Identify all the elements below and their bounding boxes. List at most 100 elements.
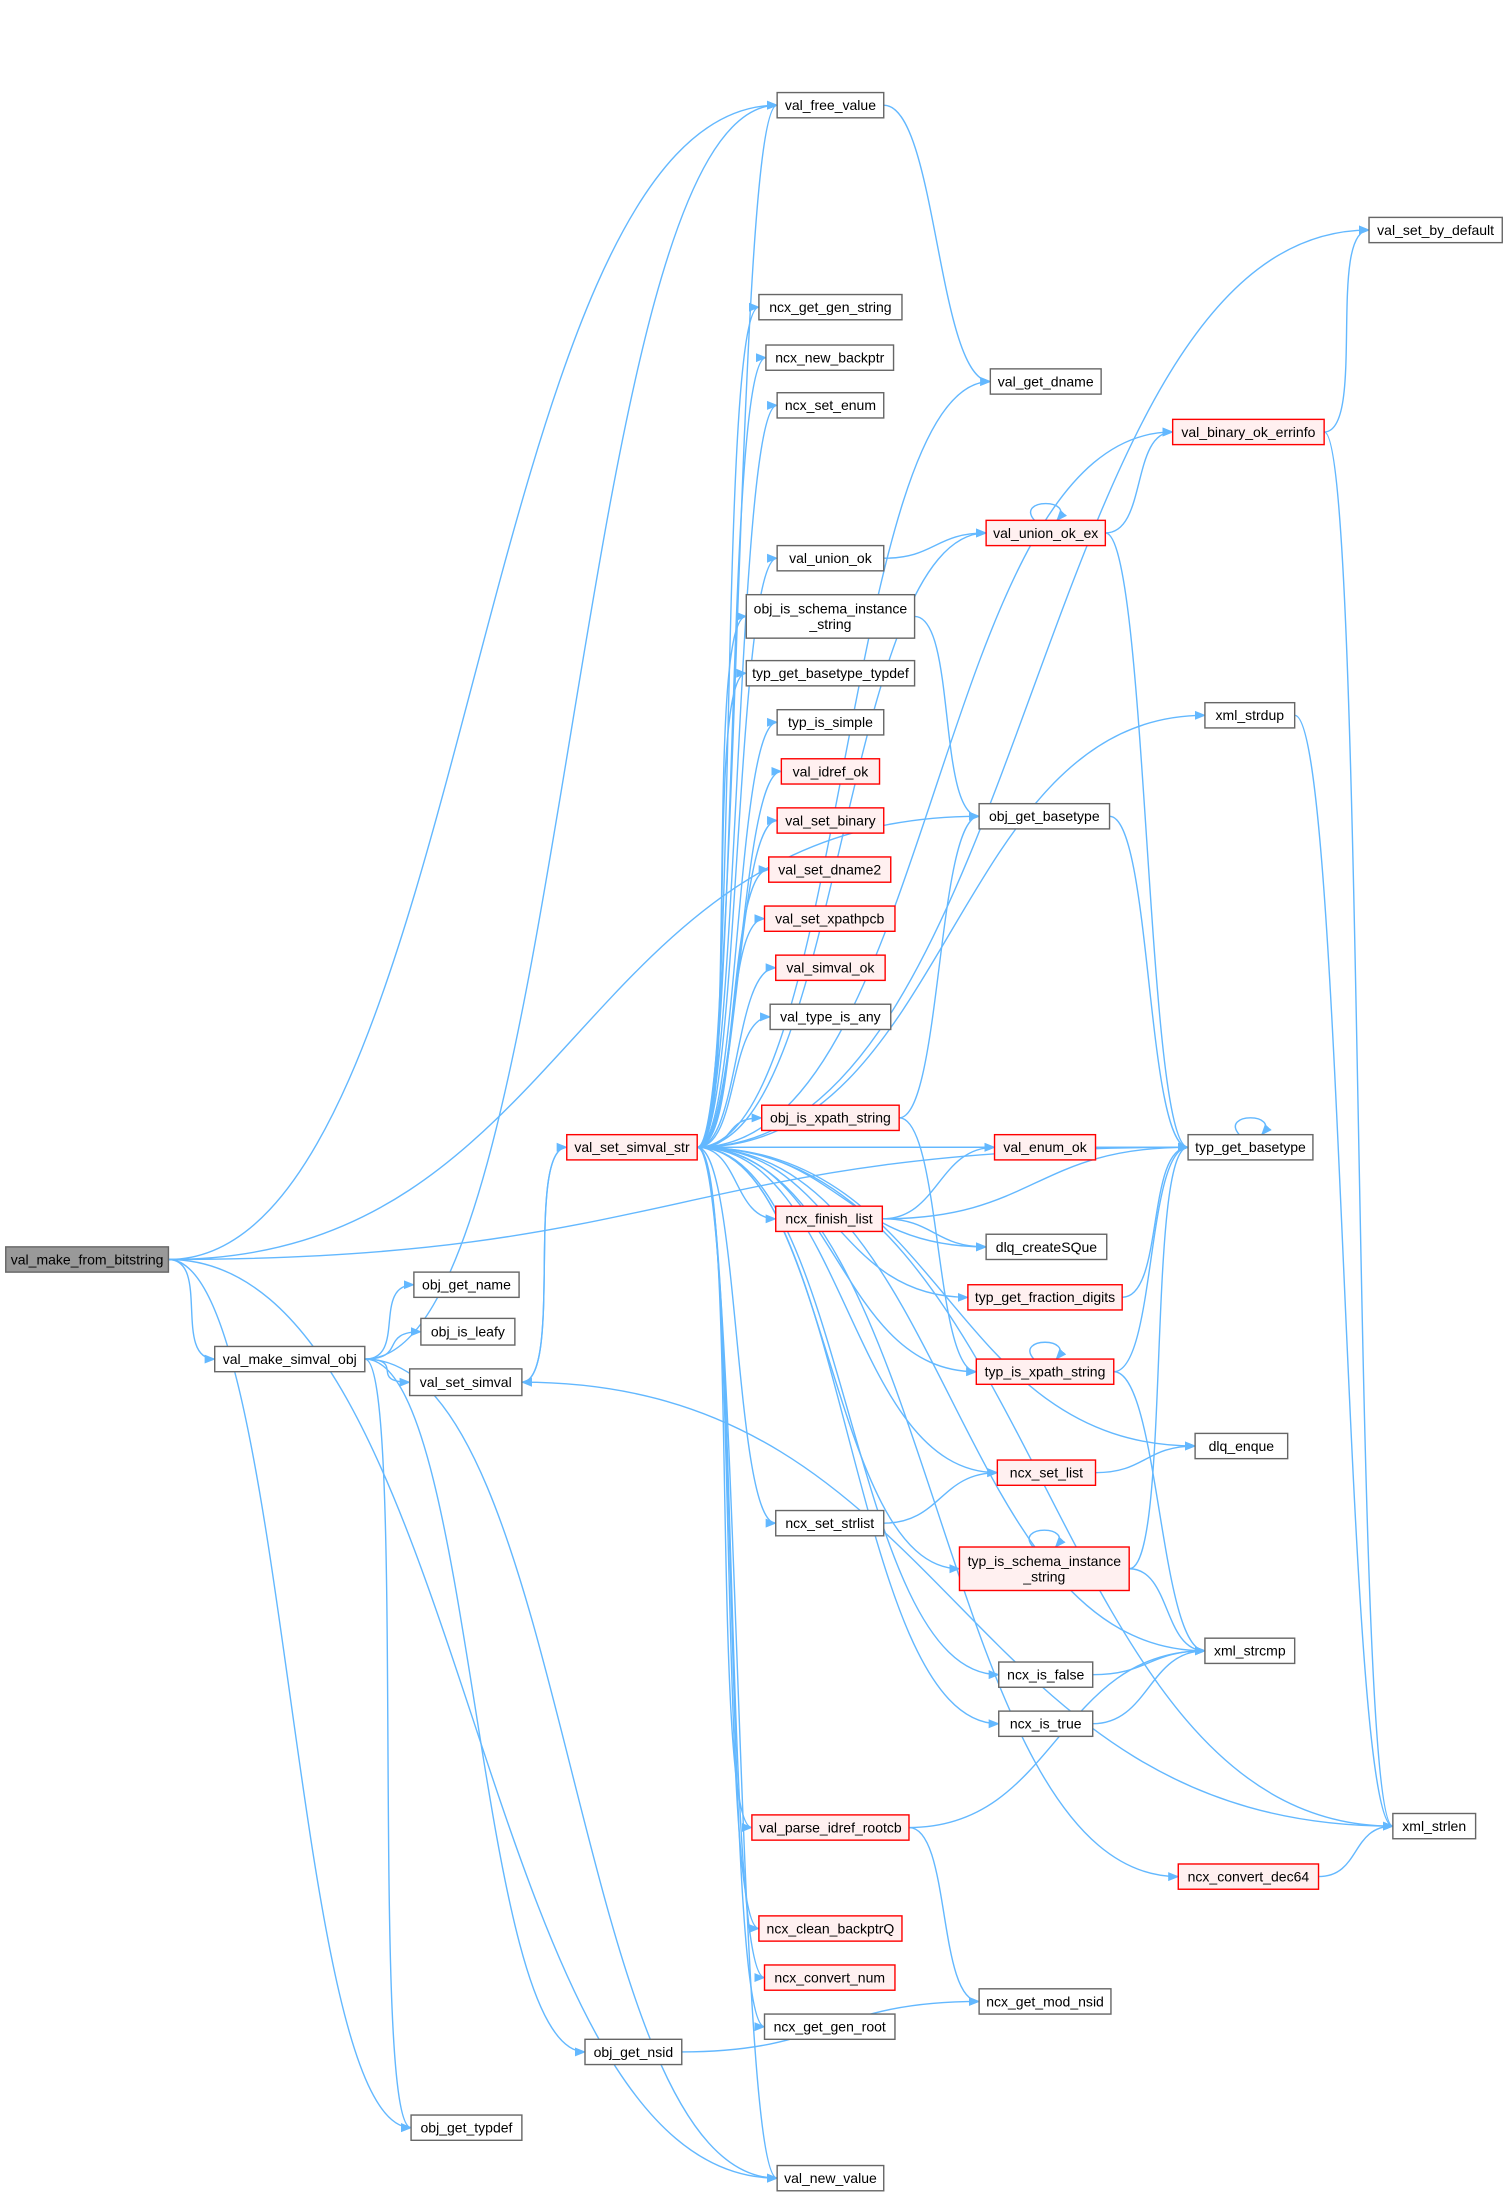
node-label: val_new_value <box>784 2170 877 2186</box>
node-box <box>751 1814 910 1841</box>
node-typ-get-basetype[interactable]: typ_get_basetype <box>1187 1133 1314 1161</box>
edge-val-set-simval-str-to-ncx-clean-backptrQ <box>696 1146 761 1933</box>
node-box <box>775 1509 885 1537</box>
node-ncx-is-false[interactable]: ncx_is_false <box>998 1661 1094 1688</box>
node-typ-is-xpath-string[interactable]: typ_is_xpath_string <box>975 1358 1115 1386</box>
node-label: _string <box>808 616 851 632</box>
node-label: obj_is_schema_instance <box>754 601 908 617</box>
node-box <box>967 1284 1123 1311</box>
node-ncx-set-list[interactable]: ncx_set_list <box>996 1459 1097 1486</box>
node-xml-strlen[interactable]: xml_strlen <box>1392 1812 1477 1840</box>
edge-val-make-simval-obj-to-val-free-value <box>364 100 779 1360</box>
node-obj-get-basetype[interactable]: obj_get_basetype <box>978 802 1111 830</box>
node-obj-get-typdef[interactable]: obj_get_typdef <box>410 2114 523 2141</box>
node-val-enum-ok[interactable]: val_enum_ok <box>993 1133 1097 1161</box>
node-val-set-by-default[interactable]: val_set_by_default <box>1368 216 1503 244</box>
node-box <box>998 1710 1094 1738</box>
node-box <box>985 519 1107 547</box>
node-label: typ_is_simple <box>788 714 873 730</box>
node-val-simval-ok[interactable]: val_simval_ok <box>775 954 886 982</box>
node-ncx-new-backptr[interactable]: ncx_new_backptr <box>765 344 895 371</box>
edge-val-set-simval-str-to-ncx-is-true <box>697 1146 1000 1729</box>
node-val-parse-idref-rootcb[interactable]: val_parse_idref_rootcb <box>751 1814 910 1841</box>
node-ncx-is-true[interactable]: ncx_is_true <box>998 1710 1094 1738</box>
node-val-get-dname[interactable]: val_get_dname <box>989 368 1102 395</box>
node-box <box>214 1345 366 1373</box>
edge-val-set-simval-str-to-val-parse-idref-rootcb <box>696 1146 754 1832</box>
node-box <box>998 1661 1094 1688</box>
node-label: xml_strdup <box>1216 707 1285 723</box>
node-label: dlq_enque <box>1209 1438 1275 1454</box>
edge-ncx-finish-list-to-val-enum-ok <box>882 1142 996 1220</box>
node-ncx-finish-list[interactable]: ncx_finish_list <box>775 1205 884 1233</box>
node-obj-is-xpath-string[interactable]: obj_is_xpath_string <box>761 1104 900 1132</box>
node-box <box>758 1915 903 1942</box>
node-obj-is-leafy[interactable]: obj_is_leafy <box>420 1317 516 1346</box>
node-label: ncx_set_enum <box>785 397 876 413</box>
node-box <box>584 2038 683 2066</box>
node-box <box>989 368 1102 395</box>
node-obj-get-nsid[interactable]: obj_get_nsid <box>584 2038 683 2066</box>
node-label: val_parse_idref_rootcb <box>759 1819 902 1835</box>
node-typ-get-fraction-digits[interactable]: typ_get_fraction_digits <box>967 1284 1123 1311</box>
node-typ-get-basetype-typdef[interactable]: typ_get_basetype_typdef <box>745 659 916 687</box>
node-obj-get-name[interactable]: obj_get_name <box>413 1271 520 1299</box>
edge-val-set-simval-str-to-ncx-set-strlist <box>697 1146 777 1528</box>
node-val-make-from-bitstring[interactable]: val_make_from_bitstring <box>5 1246 170 1273</box>
edge-typ-get-basetype-to-typ-get-basetype <box>1234 1117 1272 1136</box>
node-box <box>420 1317 516 1346</box>
edge-obj-get-basetype-to-typ-get-basetype <box>1109 815 1190 1152</box>
node-obj-is-schema-instance-string[interactable]: obj_is_schema_instance_string <box>745 593 916 639</box>
edge-val-set-simval-str-to-ncx-convert-num <box>696 1146 766 1982</box>
node-box <box>958 1546 1130 1592</box>
node-label: ncx_get_mod_nsid <box>986 1993 1104 2009</box>
node-box <box>776 91 885 119</box>
node-ncx-convert-num[interactable]: ncx_convert_num <box>763 1964 896 1991</box>
node-val-idref-ok[interactable]: val_idref_ok <box>780 758 881 785</box>
node-box <box>1194 1432 1289 1460</box>
edge-typ-is-schema-instance-string-to-xml-strcmp <box>1129 1568 1207 1656</box>
node-ncx-get-gen-root[interactable]: ncx_get_gen_root <box>763 2013 896 2041</box>
node-label: ncx_get_gen_string <box>769 299 891 315</box>
node-val-make-simval-obj[interactable]: val_make_simval_obj <box>214 1345 366 1373</box>
node-val-type-is-any[interactable]: val_type_is_any <box>769 1003 892 1031</box>
node-ncx-clean-backptrQ[interactable]: ncx_clean_backptrQ <box>758 1915 903 1942</box>
node-typ-is-schema-instance-string[interactable]: typ_is_schema_instance_string <box>958 1546 1130 1592</box>
edge-val-union-ok-ex-to-typ-get-basetype <box>1105 532 1190 1152</box>
node-ncx-set-enum[interactable]: ncx_set_enum <box>776 392 885 419</box>
node-val-union-ok[interactable]: val_union_ok <box>776 544 885 572</box>
node-box <box>408 1368 523 1397</box>
node-val-set-simval-str[interactable]: val_set_simval_str <box>566 1133 698 1161</box>
node-box <box>758 293 903 321</box>
node-val-binary-ok-errinfo[interactable]: val_binary_ok_errinfo <box>1171 418 1325 446</box>
node-ncx-convert-dec64[interactable]: ncx_convert_dec64 <box>1177 1863 1320 1890</box>
node-val-set-xpathpcb[interactable]: val_set_xpathpcb <box>763 905 896 932</box>
node-xml-strcmp[interactable]: xml_strcmp <box>1204 1637 1296 1665</box>
edge-ncx-set-list-to-dlq-enque <box>1095 1441 1197 1474</box>
node-ncx-get-mod-nsid[interactable]: ncx_get_mod_nsid <box>978 1988 1112 2015</box>
node-dlq-createSQue[interactable]: dlq_createSQue <box>985 1233 1108 1261</box>
edge-val-set-simval-str-to-ncx-convert-dec64 <box>697 1146 1180 1882</box>
edge-val-make-simval-obj-to-obj-is-leafy <box>364 1327 423 1360</box>
node-typ-is-simple[interactable]: typ_is_simple <box>776 708 885 736</box>
node-dlq-enque[interactable]: dlq_enque <box>1194 1432 1289 1460</box>
node-box <box>765 344 895 371</box>
edge-typ-is-schema-instance-string-to-typ-get-basetype <box>1129 1142 1190 1570</box>
edge-val-set-simval-str-to-xml-strlen <box>697 1146 1394 1831</box>
node-val-set-simval[interactable]: val_set_simval <box>408 1368 523 1397</box>
node-val-union-ok-ex[interactable]: val_union_ok_ex <box>985 519 1107 547</box>
node-label: val_set_binary <box>785 812 875 828</box>
node-ncx-set-strlist[interactable]: ncx_set_strlist <box>775 1509 885 1537</box>
edge-val-parse-idref-rootcb-to-ncx-get-mod-nsid <box>908 1826 981 2006</box>
node-val-free-value[interactable]: val_free_value <box>776 91 885 119</box>
node-ncx-get-gen-string[interactable]: ncx_get_gen_string <box>758 293 903 321</box>
node-val-set-dname2[interactable]: val_set_dname2 <box>768 856 892 883</box>
edge-val-make-from-bitstring-to-typ-get-basetype <box>168 1142 1190 1261</box>
node-val-new-value[interactable]: val_new_value <box>776 2164 885 2192</box>
node-xml-strdup[interactable]: xml_strdup <box>1204 701 1296 729</box>
node-label: ncx_set_list <box>1010 1465 1083 1481</box>
edges-layer <box>168 100 1394 2183</box>
edge-val-binary-ok-errinfo-to-xml-strlen <box>1323 431 1394 1831</box>
node-box <box>996 1459 1097 1486</box>
node-val-set-binary[interactable]: val_set_binary <box>776 807 885 834</box>
